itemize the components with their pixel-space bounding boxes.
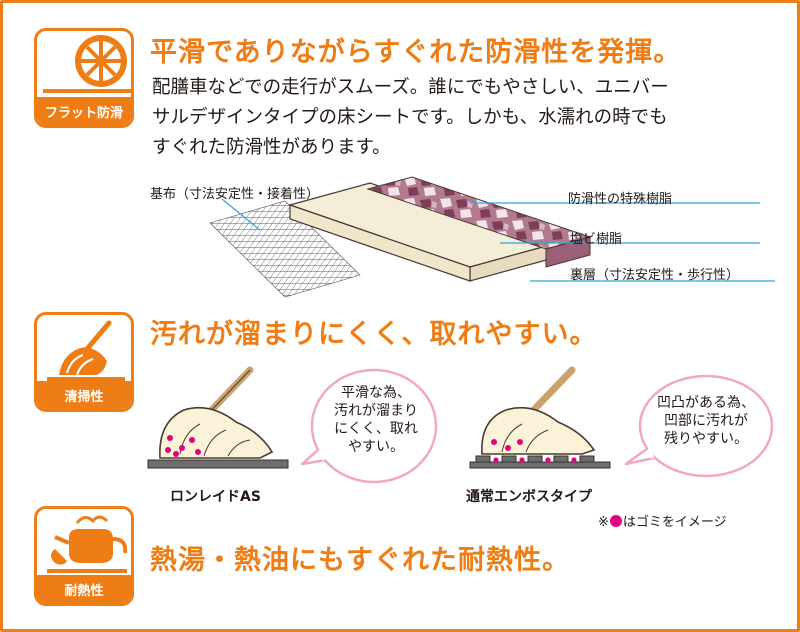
label-base-cloth: 基布（寸法安定性・接着性） bbox=[150, 187, 320, 202]
badge-label: 耐熱性 bbox=[37, 575, 131, 603]
back-layer-side bbox=[289, 204, 471, 282]
label-back-layer: 裏層（寸法安定性・歩行性） bbox=[570, 268, 740, 283]
bubble-smooth bbox=[300, 368, 438, 484]
bubble-line: 汚れが溜まり bbox=[334, 403, 418, 419]
caption-embossed-type: 通常エンボスタイプ bbox=[466, 489, 592, 505]
base-cloth-mesh bbox=[209, 200, 361, 298]
dirt-legend-note: ※ はゴミをイメージ bbox=[598, 511, 727, 530]
heading-antislip: 平滑でありながらすぐれた防滑性を発揮。 bbox=[150, 37, 682, 68]
hot-kettle-icon bbox=[47, 515, 128, 573]
layer-diagram bbox=[209, 176, 775, 298]
bubble-embossed bbox=[624, 374, 774, 478]
bubble-embossed-text: 凹凸がある為、 凹部に汚れが 残りやすい。 bbox=[642, 394, 770, 448]
body-line: すぐれた防滑性があります。 bbox=[152, 137, 391, 158]
badge-label: 清掃性 bbox=[37, 381, 131, 409]
body-antislip: 配膳車などでの走行がスムーズ。誰にでもやさしい、ユニバー サルデザインタイプの床… bbox=[152, 73, 782, 163]
dirt-dot-icon bbox=[609, 515, 622, 527]
bubble-line: 凹凸がある為、 bbox=[657, 395, 755, 411]
bubble-line: やすい。 bbox=[348, 439, 404, 455]
label-special-resin: 防滑性の特殊樹脂 bbox=[568, 192, 673, 207]
heading-cleaning: 汚れが溜まりにくく、取れやすい。 bbox=[150, 319, 598, 350]
mop-illustration-smooth bbox=[147, 366, 289, 469]
badge-flat-antislip: フラット防滑 bbox=[34, 28, 134, 128]
bubble-line: 残りやすい。 bbox=[664, 431, 748, 447]
mop-icon bbox=[47, 320, 125, 381]
badge-cleaning: 清掃性 bbox=[34, 312, 134, 412]
wheel-icon bbox=[43, 35, 131, 93]
body-line: 配膳車などでの走行がスムーズ。誰にでもやさしい、ユニバー bbox=[152, 77, 669, 98]
bubble-smooth-text: 平滑な為、 汚れが溜まり にくく、取れ やすい。 bbox=[318, 384, 434, 456]
bubble-line: にくく、取れ bbox=[334, 421, 418, 437]
note-suffix: はゴミをイメージ bbox=[622, 515, 727, 530]
mop-illustration-embossed bbox=[469, 366, 611, 469]
badge-heat-resistance: 耐熱性 bbox=[34, 506, 134, 606]
bubble-line: 凹部に汚れが bbox=[664, 413, 748, 429]
heading-heat-resistance: 熱湯・熱油にもすぐれた耐熱性。 bbox=[150, 545, 570, 576]
resin-layer-front bbox=[545, 236, 591, 268]
caption-ronraid-as: ロンレイドAS bbox=[170, 489, 261, 505]
note-prefix: ※ bbox=[598, 515, 609, 530]
bubble-line: 平滑な為、 bbox=[341, 385, 411, 401]
badge-label: フラット防滑 bbox=[37, 97, 131, 125]
body-line: サルデザインタイプの床シートです。しかも、水濡れの時でも bbox=[152, 107, 668, 128]
label-pvc-resin: 塩ビ樹脂 bbox=[570, 232, 623, 247]
